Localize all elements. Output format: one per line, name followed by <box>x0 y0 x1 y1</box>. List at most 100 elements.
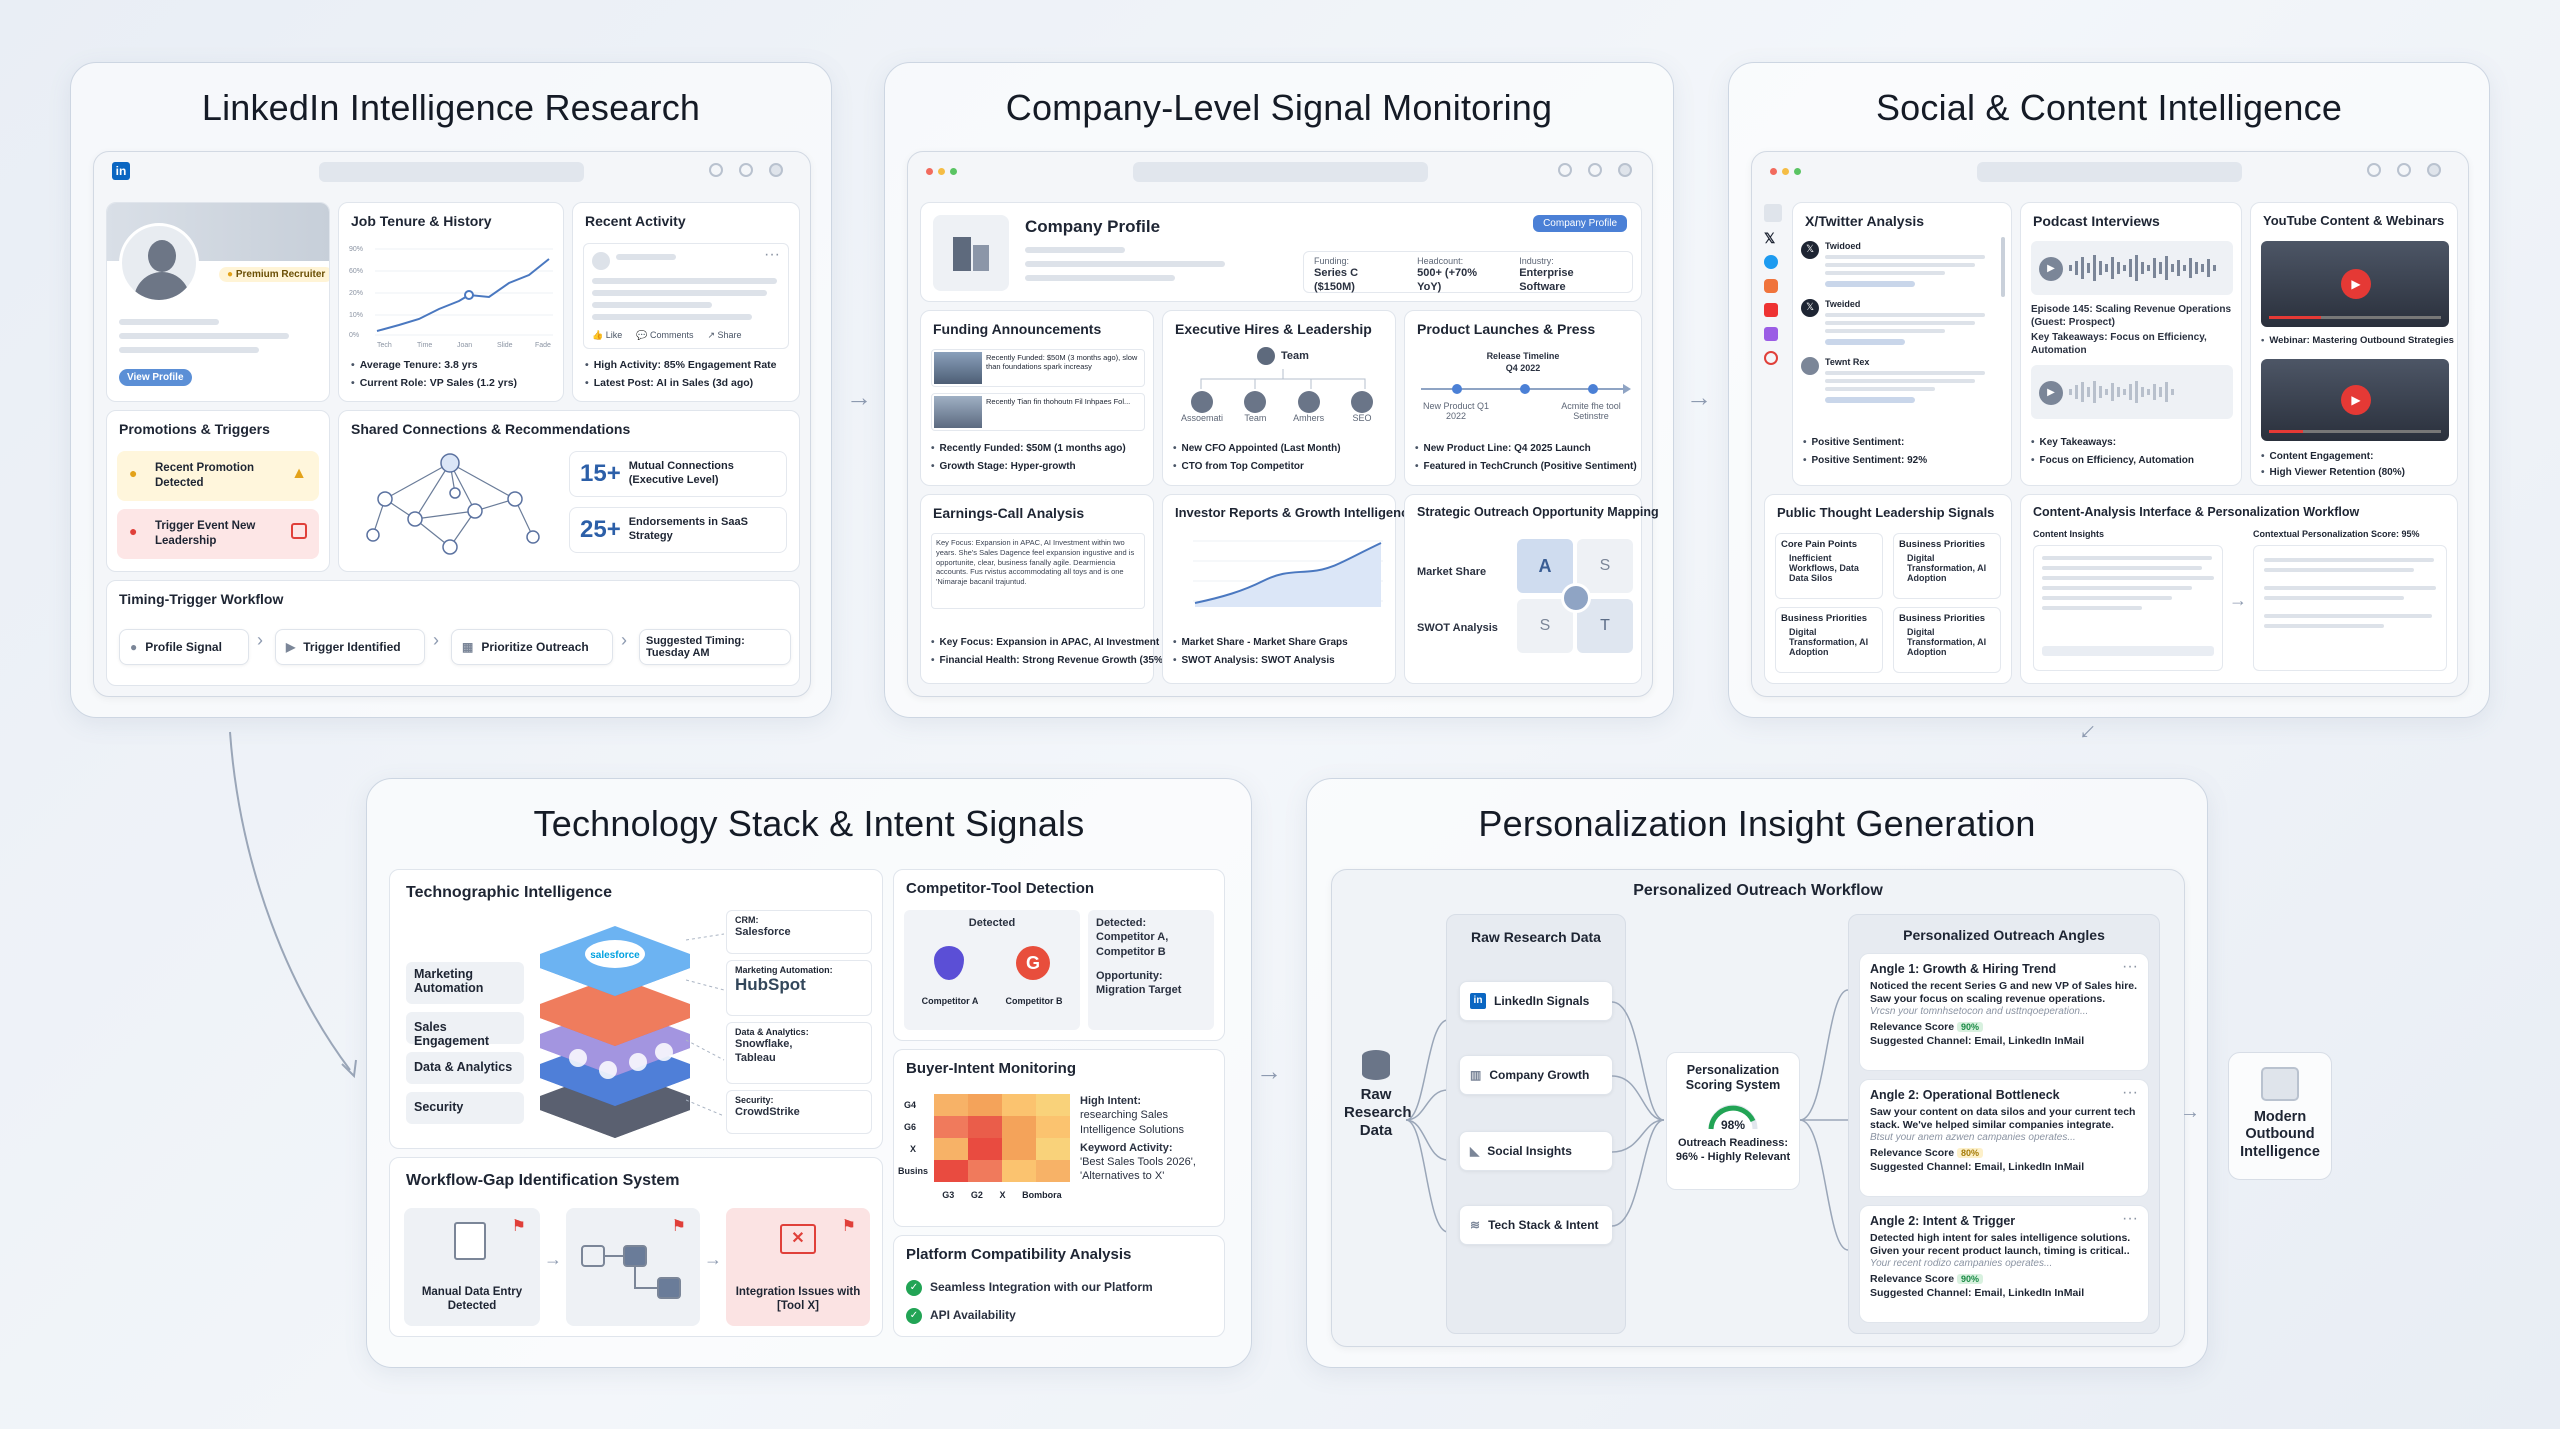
bell-icon: ● <box>129 465 138 481</box>
social-insights-node[interactable]: ◣Social Insights <box>1459 1131 1613 1171</box>
gear-icon[interactable] <box>2397 163 2411 177</box>
angle-card[interactable]: Angle 1: Growth & Hiring Trend ··· Notic… <box>1859 953 2149 1071</box>
angle-card[interactable]: Angle 2: Intent & Trigger ··· Detected h… <box>1859 1205 2149 1323</box>
linkedin-icon: in <box>112 162 130 180</box>
video-player[interactable]: ▶ <box>2261 241 2449 327</box>
news-thumbnail <box>934 396 982 428</box>
view-profile-button[interactable]: View Profile <box>119 369 192 386</box>
address-bar[interactable] <box>319 162 584 182</box>
gear-icon[interactable] <box>739 163 753 177</box>
trigger-identified-step[interactable]: ▶Trigger Identified <box>275 629 425 665</box>
more-icon[interactable]: ··· <box>764 246 780 263</box>
social-panel: Social & Content Intelligence 𝕏 X/Twitte… <box>1728 62 2490 718</box>
address-bar[interactable] <box>1133 162 1428 182</box>
flag-icon: ⚑ <box>671 1218 686 1235</box>
flow-diagram-gap[interactable]: ⚑ <box>566 1208 700 1326</box>
recent-promotion-item[interactable]: ● Recent Promotion Detected ▲ <box>117 451 319 501</box>
tech-panel: Technology Stack & Intent Signals Techno… <box>366 778 1252 1368</box>
category-label: Security <box>406 1092 524 1124</box>
workflow-gap-card: Workflow-Gap Identification System ⚑ Man… <box>389 1157 883 1337</box>
competitor-tool-card: Competitor-Tool Detection Detected G Com… <box>893 869 1225 1041</box>
linkedin-panel: LinkedIn Intelligence Research in ● Prem… <box>70 62 832 718</box>
avatar-icon[interactable] <box>1618 163 1632 177</box>
youtube-card: YouTube Content & Webinars ▶ Webinar: Ma… <box>2250 202 2458 486</box>
settings-icon[interactable] <box>1558 163 1572 177</box>
integration-issues-gap[interactable]: ✕ ⚑ Integration Issues with [Tool X] <box>726 1208 870 1326</box>
avatar-icon[interactable] <box>769 163 783 177</box>
flow-arrow: → <box>2071 715 2111 755</box>
settings-icon[interactable] <box>709 163 723 177</box>
audio-player[interactable]: ▶ <box>2031 241 2233 295</box>
more-icon[interactable]: ··· <box>2122 958 2138 975</box>
person-icon <box>1191 391 1213 413</box>
buyer-intent-card: Buyer-Intent Monitoring G4 G6 X Busins G… <box>893 1049 1225 1227</box>
x-icon[interactable]: 𝕏 <box>1764 230 1776 246</box>
company-growth-node[interactable]: ▥Company Growth <box>1459 1055 1613 1095</box>
thought-leadership-card: Public Thought Leadership Signals Core P… <box>1764 494 2012 684</box>
flow-curve <box>229 731 357 1079</box>
angle-card[interactable]: Angle 2: Operational Bottleneck ··· Saw … <box>1859 1079 2149 1197</box>
competitor-a-logo <box>934 946 964 980</box>
scoring-system-node[interactable]: Personalization Scoring System 98% Outre… <box>1666 1052 1800 1190</box>
category-label: Data & Analytics <box>406 1052 524 1084</box>
earnings-call-card: Earnings-Call Analysis Key Focus: Expans… <box>920 494 1166 684</box>
profile-signal-step[interactable]: ●Profile Signal <box>119 629 249 665</box>
x-tick: Joan <box>457 342 472 349</box>
hubspot-logo: HubSpot <box>735 975 806 994</box>
score-gauge: 98% <box>1708 1104 1758 1132</box>
document-search-icon <box>454 1222 486 1260</box>
panel-title: LinkedIn Intelligence Research <box>201 87 701 128</box>
suggested-timing-step[interactable]: Suggested Timing: Tuesday AM <box>639 629 791 665</box>
prioritize-outreach-step[interactable]: ▦Prioritize Outreach <box>451 629 613 665</box>
podcast-icon[interactable] <box>1764 327 1778 341</box>
share-button[interactable]: ↗ Share <box>707 330 742 340</box>
youtube-icon[interactable] <box>1764 303 1778 317</box>
product-launches-card: Product Launches & Press Release Timelin… <box>1404 310 1642 486</box>
home-icon[interactable] <box>1764 204 1782 222</box>
database-icon <box>1362 1050 1390 1080</box>
instagram-icon[interactable] <box>1764 279 1778 293</box>
megaphone-icon: ◣ <box>1470 1144 1480 1158</box>
play-icon: ▶ <box>2039 381 2063 405</box>
avatar-icon[interactable] <box>2427 163 2441 177</box>
panel-title: Personalization Insight Generation <box>1478 803 2036 844</box>
avatar <box>119 223 199 303</box>
manual-data-entry-gap[interactable]: ⚑ Manual Data Entry Detected <box>404 1208 540 1326</box>
svg-text:98%: 98% <box>1721 1118 1745 1132</box>
settings-icon[interactable] <box>2367 163 2381 177</box>
profile-card: ● Premium Recruiter View Profile <box>106 202 330 402</box>
trigger-event-item[interactable]: ● Trigger Event New Leadership <box>117 509 319 559</box>
twitter-icon[interactable] <box>1764 255 1778 269</box>
timing-workflow-card: Timing-Trigger Workflow ●Profile Signal … <box>106 580 800 686</box>
gear-icon[interactable] <box>1588 163 1602 177</box>
y-tick: 10% <box>349 312 363 319</box>
star-icon: ● <box>227 269 234 280</box>
intent-heatmap <box>934 1094 1070 1182</box>
y-tick: 20% <box>349 290 363 297</box>
address-bar[interactable] <box>1977 162 2242 182</box>
company-profile-badge[interactable]: Company Profile <box>1533 215 1627 232</box>
x-tick: Slide <box>497 342 513 349</box>
scrollbar[interactable] <box>2001 237 2005 297</box>
modern-outbound-node[interactable]: Modern Outbound Intelligence <box>2228 1052 2332 1180</box>
marketing-automation-tag: Marketing Automation:HubSpot <box>726 960 872 1016</box>
salesforce-logo: salesforce <box>590 950 640 961</box>
more-icon[interactable]: ··· <box>2122 1210 2138 1227</box>
company-profile-card: Company Profile Company Profile Funding:… <box>920 202 1642 302</box>
flow-arrow: → <box>2180 1101 2200 1123</box>
video-player[interactable]: ▶ <box>2261 359 2449 441</box>
recent-activity-card: Recent Activity ··· 👍 Like 💬 Comments ↗ … <box>572 202 800 402</box>
chart-icon: ▥ <box>1470 1068 1482 1082</box>
comments-button[interactable]: 💬 Comments <box>636 330 694 340</box>
play-icon: ▶ <box>2039 257 2063 281</box>
audio-player[interactable]: ▶ <box>2031 365 2233 419</box>
funding-card: Funding Announcements Recently Funded: $… <box>920 310 1154 486</box>
target-icon[interactable] <box>1764 351 1778 365</box>
error-icon: ✕ <box>780 1224 816 1254</box>
tech-stack-node[interactable]: ≋Tech Stack & Intent <box>1459 1205 1613 1245</box>
personalization-panel: Personalization Insight Generation Perso… <box>1306 778 2208 1368</box>
more-icon[interactable]: ··· <box>2122 1084 2138 1101</box>
person-icon <box>1350 391 1373 413</box>
like-button[interactable]: 👍 Like <box>592 330 623 340</box>
